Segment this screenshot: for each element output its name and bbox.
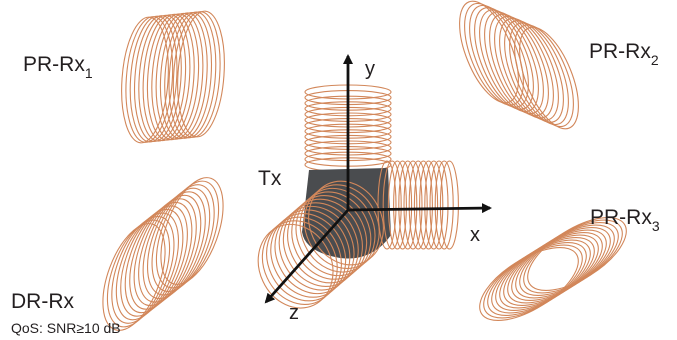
axis-x-label: x <box>470 224 480 246</box>
dr-rx-label: DR-Rx <box>11 290 74 313</box>
dr-rx-coil <box>102 177 224 331</box>
axis-z-arrow <box>264 209 350 304</box>
axis-z-label: z <box>289 302 299 324</box>
pr-rx3-coil <box>479 216 627 322</box>
tx-label: Tx <box>258 167 282 190</box>
tx-coil-z <box>257 180 384 309</box>
pr-rx3-label: PR-Rx3 <box>590 206 660 234</box>
tx-coil-x <box>377 160 459 250</box>
coordinate-axes <box>264 54 492 304</box>
axis-y-label: y <box>365 58 375 80</box>
pr-rx2-coil <box>459 0 579 130</box>
tx-coil-assembly <box>257 84 459 309</box>
pr-rx2-label: PR-Rx2 <box>589 40 659 68</box>
pr-rx1-coil <box>121 10 225 144</box>
axis-x-arrow <box>347 203 492 214</box>
pr-rx1-label: PR-Rx1 <box>23 53 93 81</box>
qos-label: QoS: SNR≥10 dB <box>11 320 121 336</box>
